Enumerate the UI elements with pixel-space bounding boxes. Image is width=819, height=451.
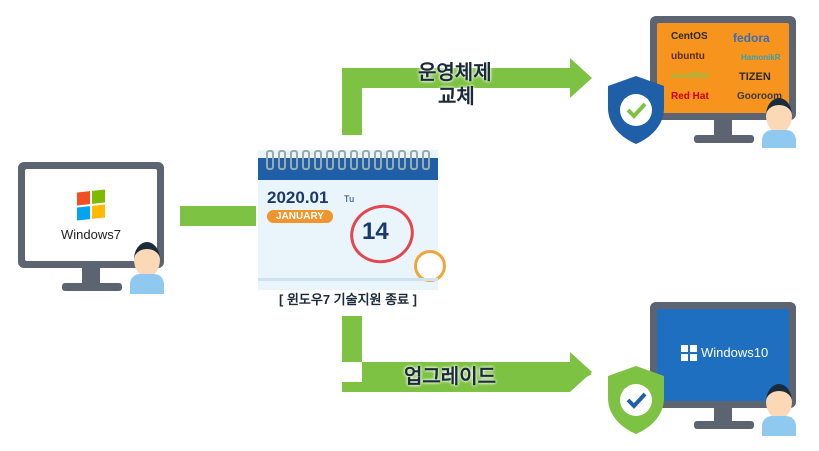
calendar: 2020.01 JANUARY Tu 14 — [258, 150, 446, 290]
os-label: Windows7 — [61, 227, 121, 242]
shield-check-icon — [608, 76, 664, 144]
upper-label-line1: 운영체제 — [418, 62, 492, 84]
upper-arrow — [342, 58, 592, 135]
calendar-rings — [266, 150, 430, 170]
windows10-logo-icon — [681, 345, 697, 361]
upper-label-line2: 교체 — [438, 86, 475, 108]
month-badge: JANUARY — [267, 210, 333, 223]
user-avatar — [128, 238, 166, 294]
left-connector — [180, 206, 256, 226]
year-month: 2020.01 — [267, 188, 329, 207]
lower-arrow — [342, 316, 592, 392]
shield-check-icon — [608, 366, 664, 434]
os-label: Windows10 — [701, 345, 769, 360]
day-number: 14 — [362, 218, 389, 245]
weekday: Tu — [344, 194, 355, 204]
user-avatar — [760, 380, 798, 436]
windows-logo-icon — [77, 189, 105, 221]
user-avatar — [760, 94, 798, 148]
lower-label: 업그레이드 — [404, 366, 496, 388]
calendar-caption: [ 윈도우7 기술지원 종료 ] — [279, 292, 417, 307]
